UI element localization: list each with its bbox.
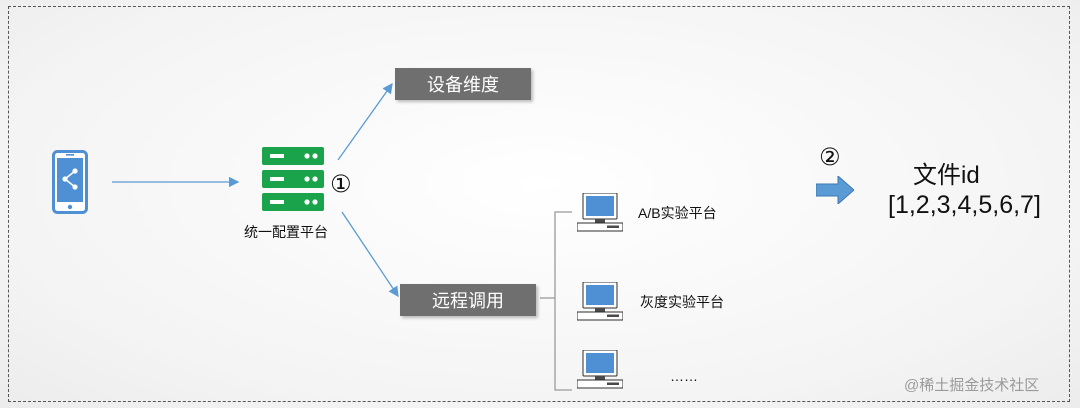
remote-call-box: 远程调用	[400, 284, 536, 316]
server-to-remote-arrow	[341, 211, 399, 298]
computer-icon	[577, 193, 623, 232]
platform-ab-label: A/B实验平台	[638, 205, 717, 221]
step-1-marker: ①	[330, 171, 352, 198]
file-id-title: 文件id	[913, 162, 980, 189]
step-2-marker: ②	[819, 144, 841, 171]
server-icon	[262, 147, 324, 211]
phone-share-icon	[52, 150, 88, 214]
platform-gray-label: 灰度实验平台	[640, 294, 724, 310]
device-dimension-box: 设备维度	[395, 68, 531, 100]
computer-icon	[577, 282, 623, 321]
file-id-list: [1,2,3,4,5,6,7]	[888, 191, 1041, 219]
watermark: @稀土掘金技术社区	[904, 377, 1040, 394]
platform-bracket	[554, 211, 572, 391]
computer-icon	[577, 350, 623, 389]
server-label: 统一配置平台	[244, 224, 328, 240]
arrow-right-icon	[816, 176, 854, 204]
platform-more-label: ……	[670, 368, 698, 384]
dashed-frame	[8, 6, 1070, 402]
server-to-device-arrow	[337, 82, 393, 161]
remote-call-label: 远程调用	[432, 291, 504, 311]
device-dimension-label: 设备维度	[427, 75, 499, 95]
